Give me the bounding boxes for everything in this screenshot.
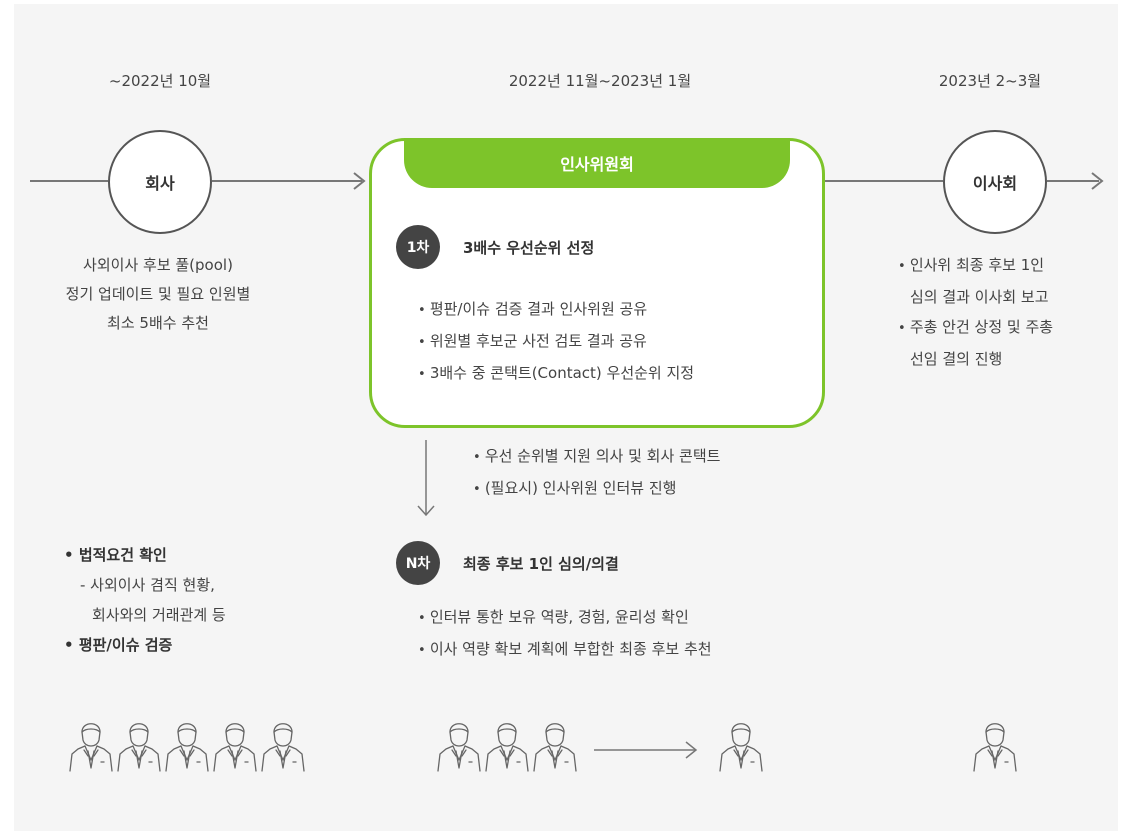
company-node: 회사 bbox=[108, 130, 212, 234]
person-icon bbox=[484, 716, 530, 772]
stage-n-items: 인터뷰 통한 보유 역량, 경험, 윤리성 확인 이사 역량 확보 계획에 부합… bbox=[418, 602, 712, 666]
committee-title: 인사위원회 bbox=[404, 138, 790, 188]
stage-n-badge: N차 bbox=[396, 541, 440, 585]
list-item: 평판/이슈 검증 결과 인사위원 공유 bbox=[418, 294, 694, 326]
period-label-2: 2022년 11월~2023년 1월 bbox=[508, 72, 692, 90]
company-node-label: 회사 bbox=[145, 174, 175, 193]
stage-1-items: 평판/이슈 검증 결과 인사위원 공유 위원별 후보군 사전 검토 결과 공유 … bbox=[418, 294, 694, 390]
check-legal-requirements: • 법적요건 확인 bbox=[64, 546, 167, 564]
list-item: 이사 역량 확보 계획에 부합한 최종 후보 추천 bbox=[418, 634, 712, 666]
list-item: 위원별 후보군 사전 검토 결과 공유 bbox=[418, 326, 694, 358]
check-reputation: • 평판/이슈 검증 bbox=[64, 636, 173, 654]
arrow-down-icon bbox=[417, 440, 435, 517]
person-icon bbox=[212, 716, 258, 772]
company-desc-line: 최소 5배수 추천 bbox=[107, 314, 209, 332]
flow-line-committee-to-board bbox=[825, 180, 943, 182]
stage-n-title: 최종 후보 1인 심의/의결 bbox=[463, 555, 619, 573]
company-desc-line: 정기 업데이트 및 필요 인원별 bbox=[65, 285, 251, 303]
flow-line-left bbox=[30, 180, 108, 182]
person-icon bbox=[718, 716, 764, 772]
arrow-right-icon bbox=[594, 741, 698, 759]
arrow-right-icon bbox=[353, 172, 366, 190]
list-item: 3배수 중 콘택트(Contact) 우선순위 지정 bbox=[418, 358, 694, 390]
period-label-3: 2023년 2~3월 bbox=[938, 72, 1042, 90]
person-icon bbox=[260, 716, 306, 772]
person-icon bbox=[116, 716, 162, 772]
flow-line-right bbox=[1047, 180, 1099, 182]
list-item: 인터뷰 통한 보유 역량, 경험, 윤리성 확인 bbox=[418, 602, 712, 634]
person-icon bbox=[436, 716, 482, 772]
stage-1-title: 3배수 우선순위 선정 bbox=[463, 239, 595, 257]
person-icon bbox=[532, 716, 578, 772]
verification-checks: • 법적요건 확인 - 사외이사 겸직 현황, 회사와의 거래관계 등 • 평판… bbox=[64, 540, 226, 660]
between-stage-items: 우선 순위별 지원 의사 및 회사 콘택트 (필요시) 인사위원 인터뷰 진행 bbox=[473, 441, 721, 505]
company-description: 사외이사 후보 풀(pool) 정기 업데이트 및 필요 인원별 최소 5배수 … bbox=[30, 251, 286, 338]
flow-line-company-to-committee bbox=[212, 180, 362, 182]
person-icon bbox=[164, 716, 210, 772]
board-node: 이사회 bbox=[943, 130, 1047, 234]
stage-1-badge: 1차 bbox=[396, 225, 440, 269]
list-item: 우선 순위별 지원 의사 및 회사 콘택트 bbox=[473, 441, 721, 473]
person-icon bbox=[68, 716, 114, 772]
company-desc-line: 사외이사 후보 풀(pool) bbox=[83, 256, 233, 274]
arrow-right-icon bbox=[1091, 172, 1104, 190]
board-node-label: 이사회 bbox=[972, 174, 1018, 193]
person-icon bbox=[972, 716, 1018, 772]
period-label-1: ~2022년 10월 bbox=[108, 72, 212, 90]
list-item: (필요시) 인사위원 인터뷰 진행 bbox=[473, 473, 720, 505]
check-legal-sub: - 사외이사 겸직 현황, bbox=[80, 576, 215, 594]
check-legal-sub: 회사와의 거래관계 등 bbox=[92, 606, 226, 624]
